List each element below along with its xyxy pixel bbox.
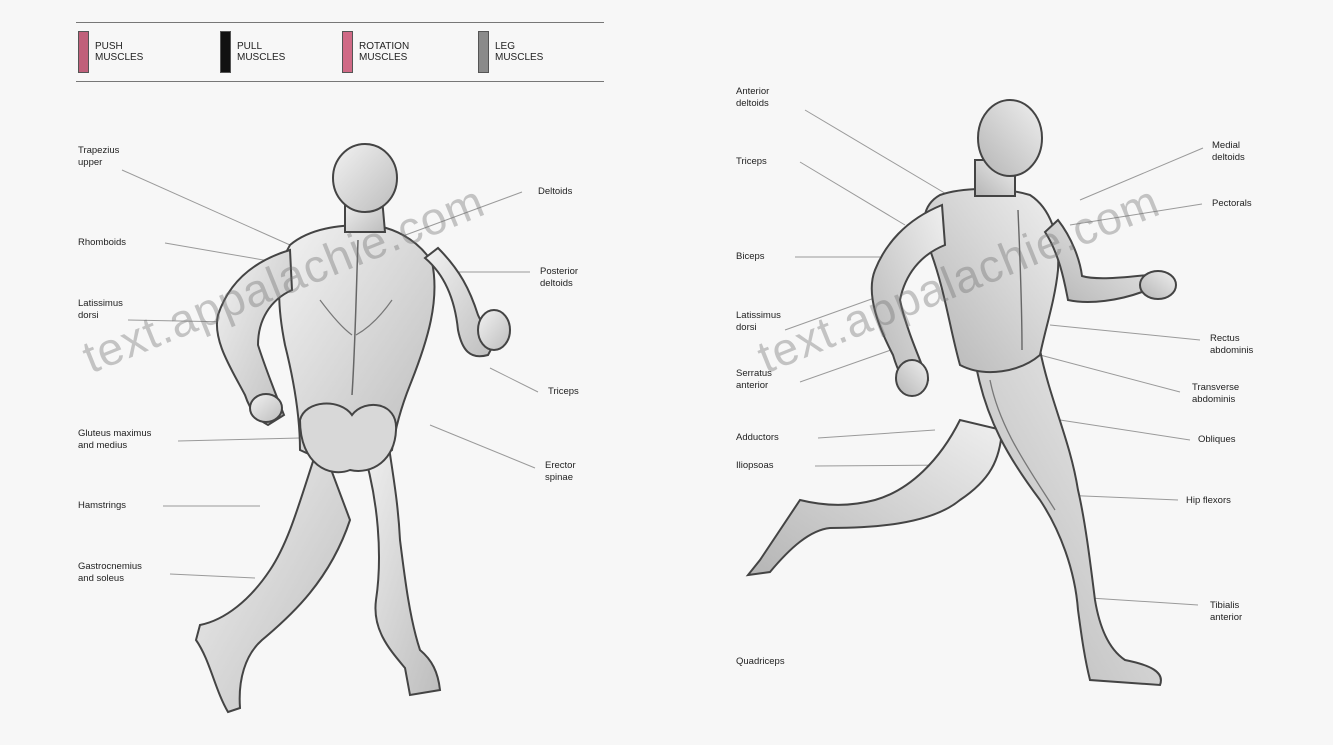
label-gluteus: Gluteus maximus and medius xyxy=(78,428,151,452)
label-posterior-deltoids: Posterior deltoids xyxy=(540,266,578,290)
label-iliopsoas: Iliopsoas xyxy=(736,460,774,472)
label-adductors: Adductors xyxy=(736,432,779,444)
label-trapezius: Trapezius upper xyxy=(78,145,119,169)
label-triceps-back: Triceps xyxy=(548,386,579,398)
label-hip-flexors: Hip flexors xyxy=(1186,495,1231,507)
label-gastrocnemius: Gastrocnemius and soleus xyxy=(78,561,142,585)
label-transverse-abdominis: Transverse abdominis xyxy=(1192,382,1239,406)
label-anterior-deltoids: Anterior deltoids xyxy=(736,86,769,110)
label-pectorals: Pectorals xyxy=(1212,198,1252,210)
label-tibialis-anterior: Tibialis anterior xyxy=(1210,600,1242,624)
label-medial-deltoids: Medial deltoids xyxy=(1212,140,1245,164)
label-hamstrings: Hamstrings xyxy=(78,500,126,512)
label-rhomboids: Rhomboids xyxy=(78,237,126,249)
label-triceps-front: Triceps xyxy=(736,156,767,168)
label-obliques: Obliques xyxy=(1198,434,1236,446)
label-biceps: Biceps xyxy=(736,251,765,263)
label-deltoids-back: Deltoids xyxy=(538,186,572,198)
label-rectus-abdominis: Rectus abdominis xyxy=(1210,333,1253,357)
label-erector-spinae: Erector spinae xyxy=(545,460,576,484)
label-quadriceps: Quadriceps xyxy=(736,656,785,668)
